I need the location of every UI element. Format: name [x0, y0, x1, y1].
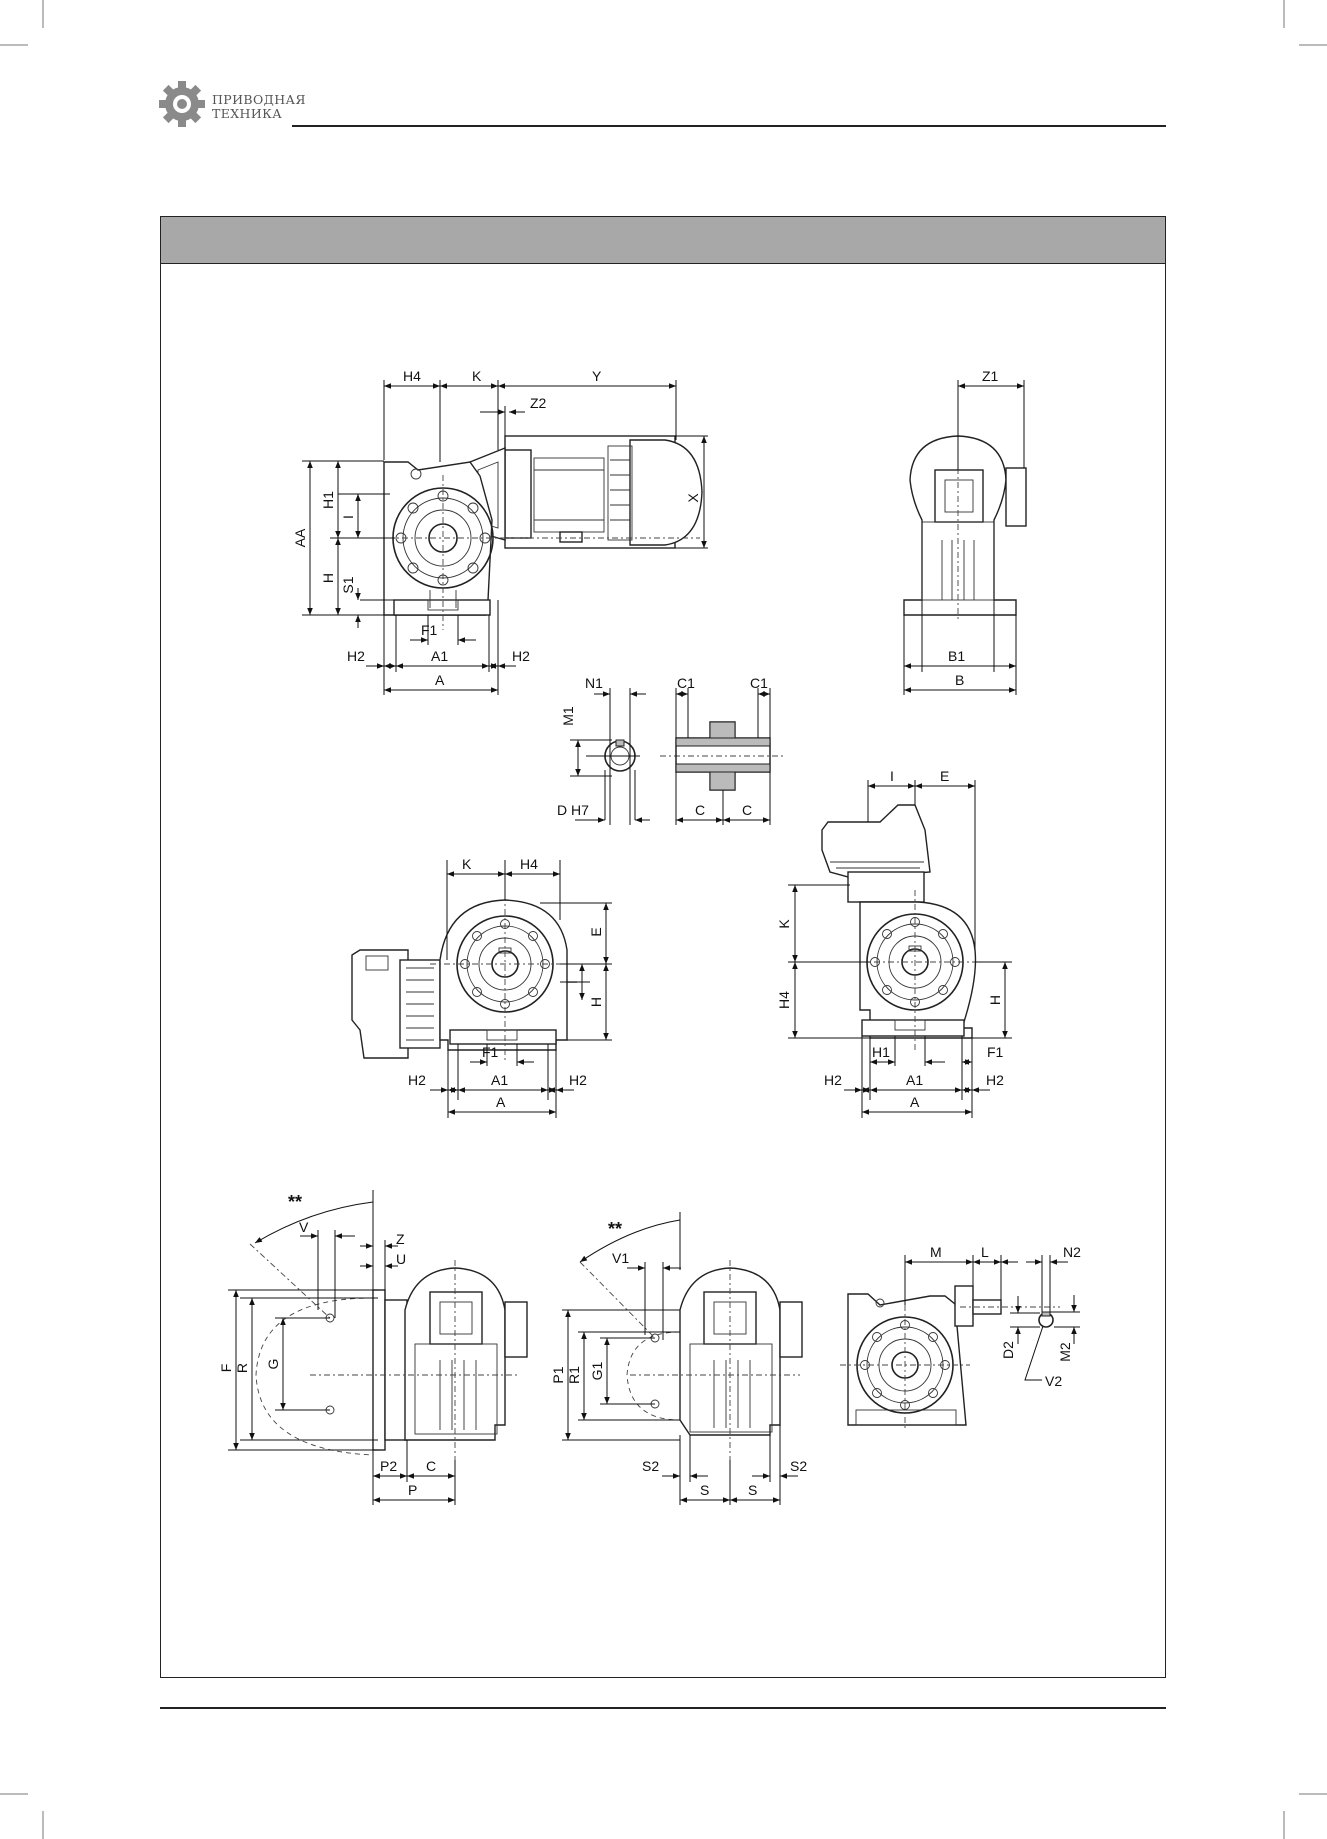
dim-label: S2 — [642, 1458, 659, 1474]
dim-label: L — [981, 1244, 989, 1260]
dim-label: C — [742, 802, 752, 818]
dim-label: M2 — [1057, 1342, 1073, 1362]
view-front-with-motor: H4 K Y Z2 X AA H1 H I S1 F1 H2 A — [292, 368, 708, 695]
dim-label: A — [910, 1094, 920, 1110]
dim-label: C1 — [677, 675, 695, 691]
view-torque-arm: ** V1 P1 R1 G1 S2 S2 S S — [550, 1212, 807, 1505]
dim-label: R1 — [566, 1366, 582, 1384]
dim-label: V2 — [1045, 1373, 1062, 1389]
brand-name-line2: ТЕХНИКА — [212, 106, 283, 121]
dim-label: Y — [592, 368, 602, 384]
dim-label: I — [890, 768, 894, 784]
dim-label: I — [340, 515, 356, 519]
dim-label: M — [930, 1244, 942, 1260]
dim-label: A1 — [906, 1072, 923, 1088]
view-gearbox-left-input: K H4 E H I F1 H2 A1 H2 A — [351, 856, 612, 1118]
dim-label: AA — [292, 528, 308, 547]
dim-label: G — [265, 1359, 281, 1370]
brand-name-line1: ПРИВОДНАЯ — [212, 92, 306, 107]
view-input-shaft: M L N2 D2 M2 V2 — [840, 1244, 1081, 1430]
dim-label: B1 — [948, 648, 965, 664]
view-side: Z1 B1 B — [903, 368, 1027, 695]
dim-label: D H7 — [557, 802, 589, 818]
side-body — [903, 435, 1017, 616]
dim-label: M1 — [560, 706, 576, 726]
dim-label: H2 — [512, 648, 530, 664]
dim-label: B — [955, 672, 964, 688]
view-gearbox-top-input: I E K H4 H H1 F1 H2 A1 H2 A — [776, 768, 1012, 1118]
dim-label: S — [748, 1482, 757, 1498]
dim-label: E — [588, 927, 604, 936]
dim-label: K — [462, 856, 472, 872]
dim-label: H — [588, 997, 604, 1007]
star-label: ** — [288, 1192, 302, 1212]
dim-label: X — [685, 493, 701, 503]
dim-label: P — [408, 1482, 417, 1498]
brand-logo — [158, 80, 206, 128]
dim-label: H4 — [776, 991, 792, 1009]
panel-header-band — [161, 217, 1165, 264]
dim-label: A — [496, 1094, 506, 1110]
dim-label: H2 — [569, 1072, 587, 1088]
motor-fan-cover — [629, 439, 703, 546]
dim-label: H4 — [403, 368, 421, 384]
drawing-panel — [160, 216, 1166, 1678]
dim-label: H1 — [320, 491, 336, 509]
dim-label: H2 — [824, 1072, 842, 1088]
dim-label: Z — [396, 1231, 405, 1247]
header-rule — [292, 125, 1166, 127]
dim-label: S — [700, 1482, 709, 1498]
dim-label: Z2 — [530, 395, 547, 411]
dim-label: I — [564, 980, 580, 984]
view-hollow-shaft-detail: N1 M1 D H7 C1 C1 C C — [557, 675, 785, 825]
dim-label: V — [299, 1219, 309, 1235]
dim-label: P1 — [550, 1366, 566, 1383]
dim-label: A1 — [491, 1072, 508, 1088]
dim-label: H4 — [520, 856, 538, 872]
dim-label: V1 — [612, 1250, 629, 1266]
view-output-flange: ** V Z U F R G P2 C P — [218, 1190, 528, 1505]
dim-label: N1 — [585, 675, 603, 691]
footer-rule — [160, 1707, 1166, 1709]
dim-label: D2 — [1000, 1341, 1016, 1359]
dim-label: K — [472, 368, 482, 384]
dim-label: C — [695, 802, 705, 818]
dim-label: H — [320, 573, 336, 583]
dim-label: F1 — [421, 622, 438, 638]
dim-label: A1 — [431, 648, 448, 664]
dim-label: S2 — [790, 1458, 807, 1474]
gear-icon — [159, 81, 205, 127]
dim-label: Z1 — [982, 368, 999, 384]
dim-label: H2 — [408, 1072, 426, 1088]
dim-label: H1 — [872, 1044, 890, 1060]
dim-label: H — [987, 995, 1003, 1005]
side-input-port — [934, 469, 984, 523]
dim-label: C1 — [750, 675, 768, 691]
dim-label: F — [218, 1364, 234, 1373]
dim-label: H2 — [986, 1072, 1004, 1088]
dim-label: C — [426, 1458, 436, 1474]
dim-label: E — [940, 768, 949, 784]
dim-label: N2 — [1063, 1244, 1081, 1260]
gearbox-body — [383, 461, 493, 616]
dim-label: R — [234, 1363, 250, 1373]
dim-label: A — [435, 672, 445, 688]
dim-label: F1 — [482, 1044, 499, 1060]
dim-label: U — [396, 1251, 406, 1267]
dim-label: H2 — [347, 648, 365, 664]
dim-label: S1 — [340, 576, 356, 593]
dim-label: K — [776, 919, 792, 929]
star-label: ** — [608, 1219, 622, 1239]
dim-label: P2 — [380, 1458, 397, 1474]
dim-label: G1 — [589, 1361, 605, 1380]
dim-label: F1 — [987, 1044, 1004, 1060]
